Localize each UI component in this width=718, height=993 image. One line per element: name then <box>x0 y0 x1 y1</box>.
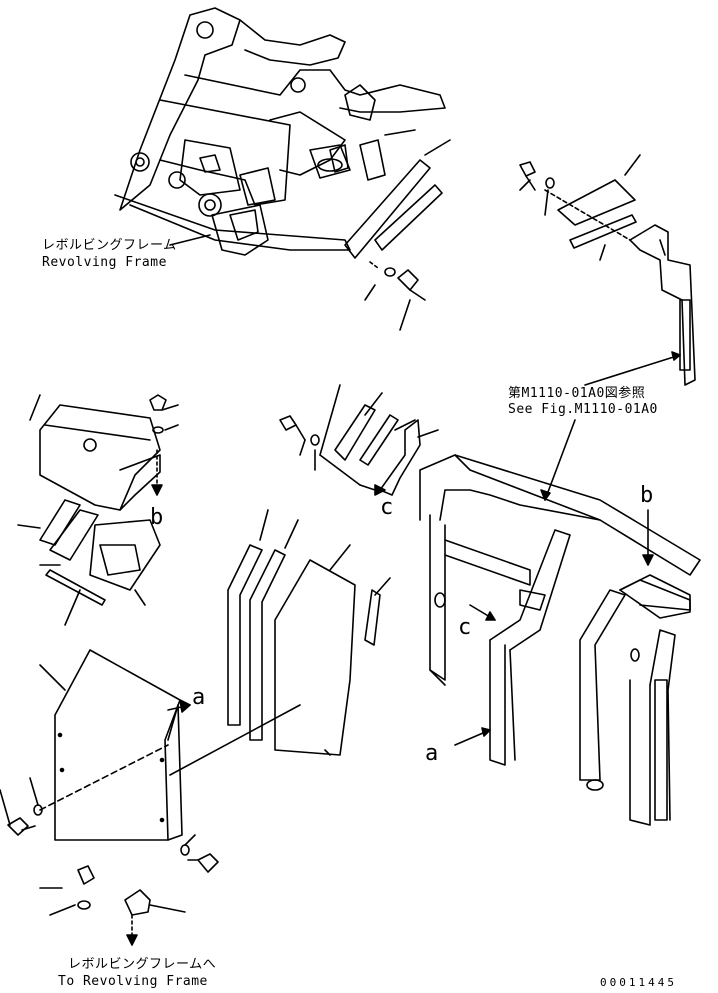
middle-left-small-parts <box>39 499 161 606</box>
cover-a <box>39 649 301 841</box>
center-tall-seals <box>227 544 381 756</box>
callout-b-left: b <box>150 505 164 530</box>
frame-seal-strips <box>344 159 443 259</box>
upper-right-bracket-parts <box>519 161 696 386</box>
main-support-frame <box>419 454 701 826</box>
to-revolving-frame-label-en: To Revolving Frame <box>58 974 208 989</box>
drawing-part-number: 00011445 <box>600 976 677 989</box>
lower-left-bolts <box>7 804 219 946</box>
c-parts <box>279 404 421 496</box>
callout-c-right: c <box>458 615 472 640</box>
see-fig-label-jp: 第M1110-01A0図参照 <box>508 386 646 401</box>
frame-bolt-washer <box>369 261 426 301</box>
revolving-frame-label-en: Revolving Frame <box>42 255 167 270</box>
revolving-frame-assembly <box>114 7 446 256</box>
callout-a-left: a <box>192 685 206 710</box>
callout-b-right: b <box>640 483 654 508</box>
callout-c-middle: c <box>380 495 394 520</box>
to-revolving-frame-label-jp: レボルビングフレームへ <box>68 957 217 972</box>
revolving-frame-label-jp: レボルビングフレーム <box>42 238 177 253</box>
see-fig-label-en: See Fig.M1110-01A0 <box>508 402 658 417</box>
callout-a-right: a <box>425 741 439 766</box>
cover-b <box>39 404 161 511</box>
